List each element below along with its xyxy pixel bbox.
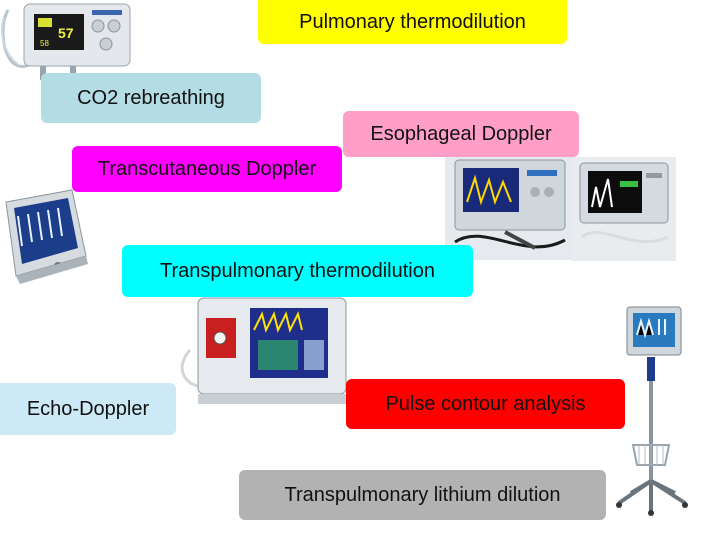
label-transpulmonary-thermodilution: Transpulmonary thermodilution (122, 245, 473, 297)
esophageal-doppler-monitor-image (572, 157, 676, 261)
label-pulmonary-thermodilution: Pulmonary thermodilution (258, 0, 567, 44)
label-transpulmonary-lithium-dilution: Transpulmonary lithium dilution (239, 470, 606, 520)
label-echo-doppler: Echo-Doppler (0, 383, 176, 435)
esophageal-doppler-device-image (445, 152, 575, 260)
transcutaneous-doppler-device-image (5, 189, 88, 284)
readout-value-a: 57 (58, 25, 74, 41)
lithium-dilution-monitor-stand-image (616, 306, 688, 516)
label-pulse-contour-analysis: Pulse contour analysis (346, 379, 625, 429)
readout-value-b: 58 (40, 39, 49, 48)
transpulmonary-thermodilution-monitor-image (180, 297, 347, 404)
cardiac-output-monitor-image: 57 58 (0, 3, 131, 80)
label-co2-rebreathing: CO2 rebreathing (41, 73, 261, 123)
label-transcutaneous-doppler: Transcutaneous Doppler (72, 146, 342, 192)
label-esophageal-doppler: Esophageal Doppler (343, 111, 579, 157)
